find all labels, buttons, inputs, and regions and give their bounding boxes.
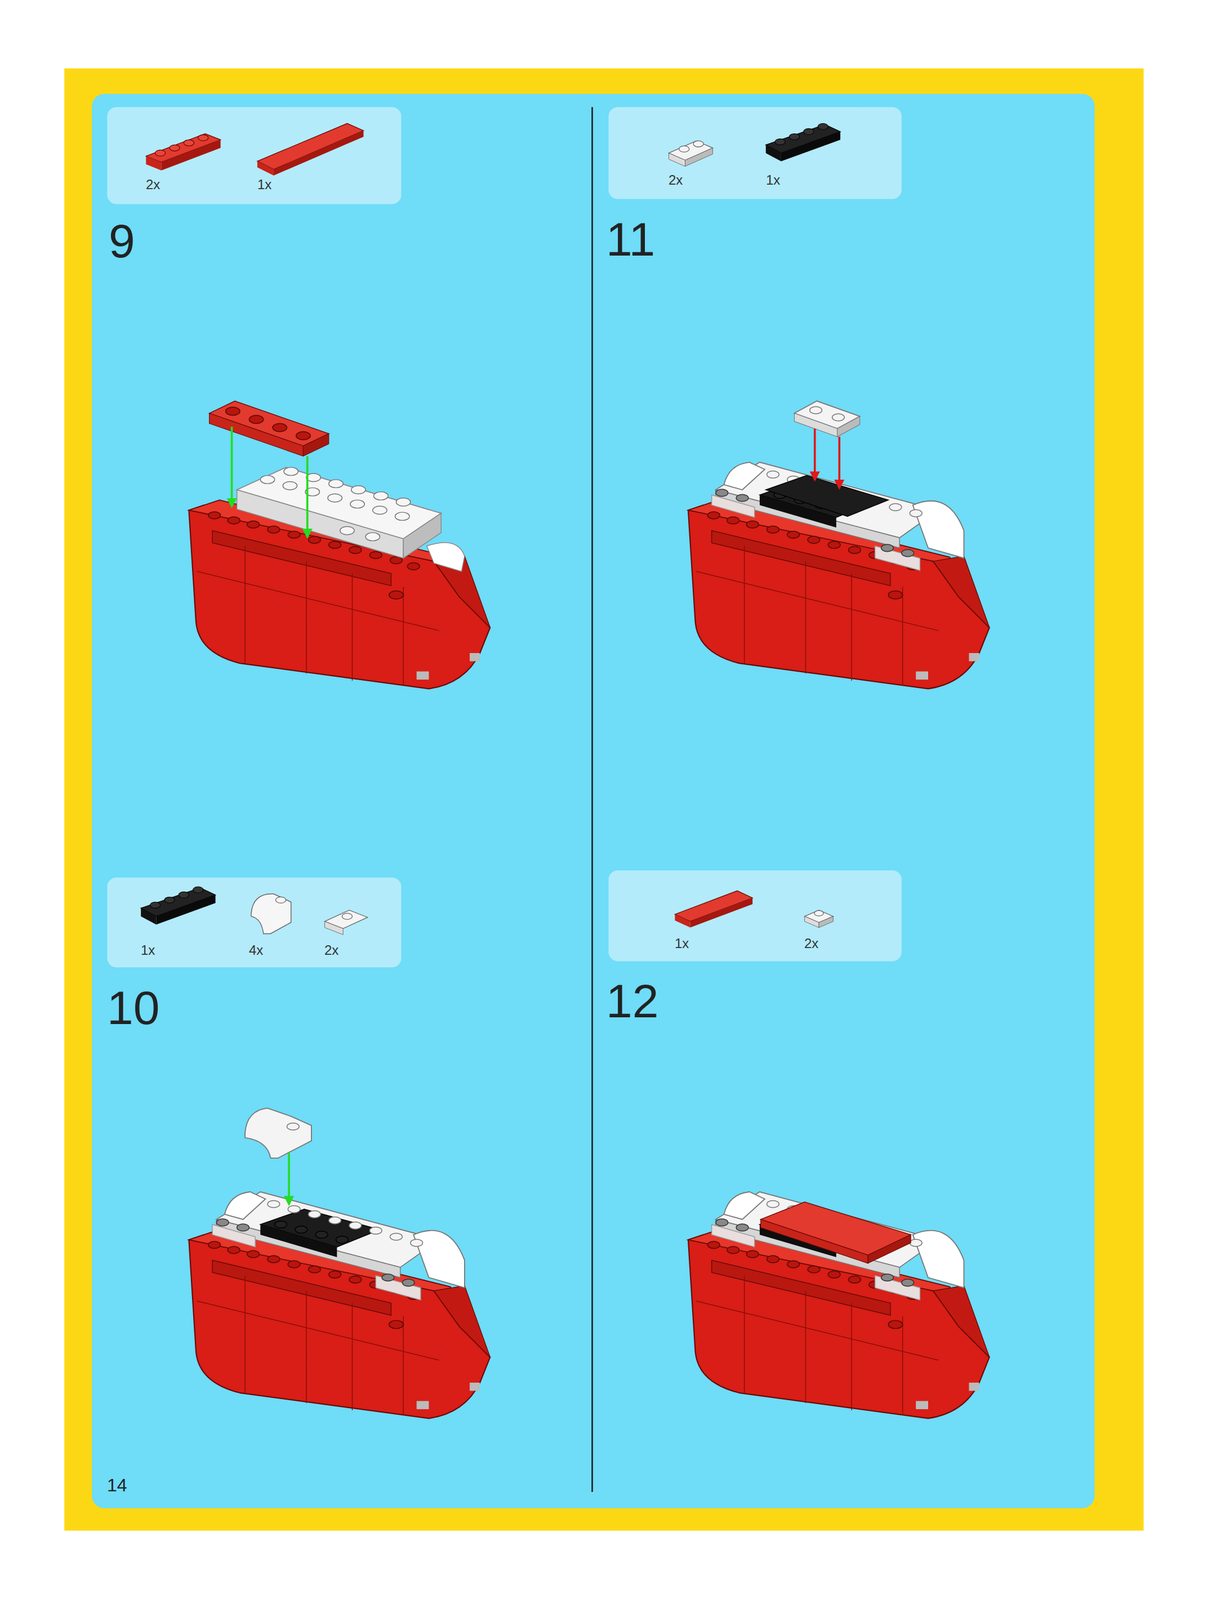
part-quantity: 1x [674, 937, 689, 951]
parts-callout: 1x 4x 2x [107, 878, 402, 969]
parts-callout: 1x 2x [608, 871, 902, 962]
part-quantity: 1x [140, 943, 155, 958]
step-number: 12 [606, 977, 659, 1026]
part-quantity: 2x [668, 173, 683, 187]
page-number: 14 [107, 1476, 128, 1495]
part-quantity: 2x [324, 943, 339, 958]
part-quantity: 2x [145, 177, 160, 192]
step-number: 10 [107, 984, 160, 1032]
step-number: 11 [606, 215, 655, 264]
parts-callout: 2x 1x [107, 107, 402, 205]
part-quantity: 2x [804, 937, 819, 951]
parts-callout: 2x 1x [608, 107, 902, 200]
part-quantity: 1x [257, 177, 272, 192]
part-quantity: 4x [248, 943, 264, 958]
step-number: 9 [108, 217, 136, 265]
part-quantity: 1x [765, 173, 781, 187]
